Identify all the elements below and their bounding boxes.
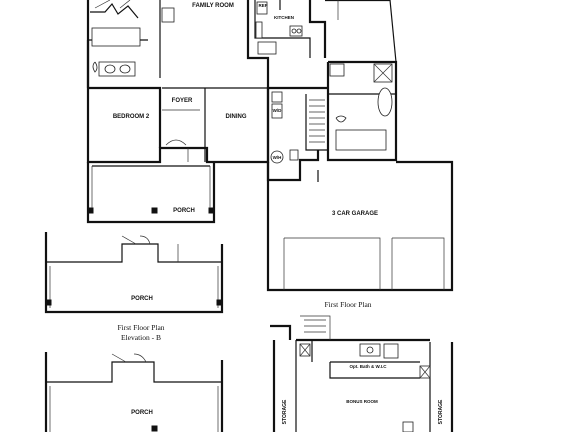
porch-plan-elevation-a <box>44 232 224 314</box>
label-porch-elev-b: PORCH <box>131 410 153 416</box>
label-ref: REF <box>259 3 268 8</box>
porch-plan-elevation-b <box>44 352 224 432</box>
label-storage-left: STORAGE <box>282 399 288 424</box>
label-bedroom-2: BEDROOM 2 <box>113 114 150 120</box>
label-foyer: FOYER <box>172 98 193 104</box>
label-bonus-room: BONUS ROOM <box>346 399 378 404</box>
bonus-room-plan <box>270 315 454 432</box>
caption-first-floor-plan: First Floor Plan <box>324 300 371 309</box>
label-porch-elev-a: PORCH <box>131 296 153 302</box>
label-dining: DINING <box>226 114 247 120</box>
label-opt-bath: Opt. Bath & W.I.C <box>350 364 388 369</box>
label-kitchen: KITCHEN <box>274 15 294 20</box>
label-family-room: FAMILY ROOM <box>192 3 234 9</box>
label-storage-right: STORAGE <box>438 399 444 424</box>
label-wh: W/H <box>273 155 282 160</box>
caption-elev-b-line2: Elevation - B <box>121 333 161 342</box>
label-wd: W/D <box>273 108 282 113</box>
main-floor-plan <box>86 0 454 292</box>
bathtub <box>91 27 141 47</box>
label-garage: 3 CAR GARAGE <box>332 211 378 217</box>
label-porch-main: PORCH <box>173 208 195 214</box>
caption-elev-b-line1: First Floor Plan <box>117 323 164 332</box>
